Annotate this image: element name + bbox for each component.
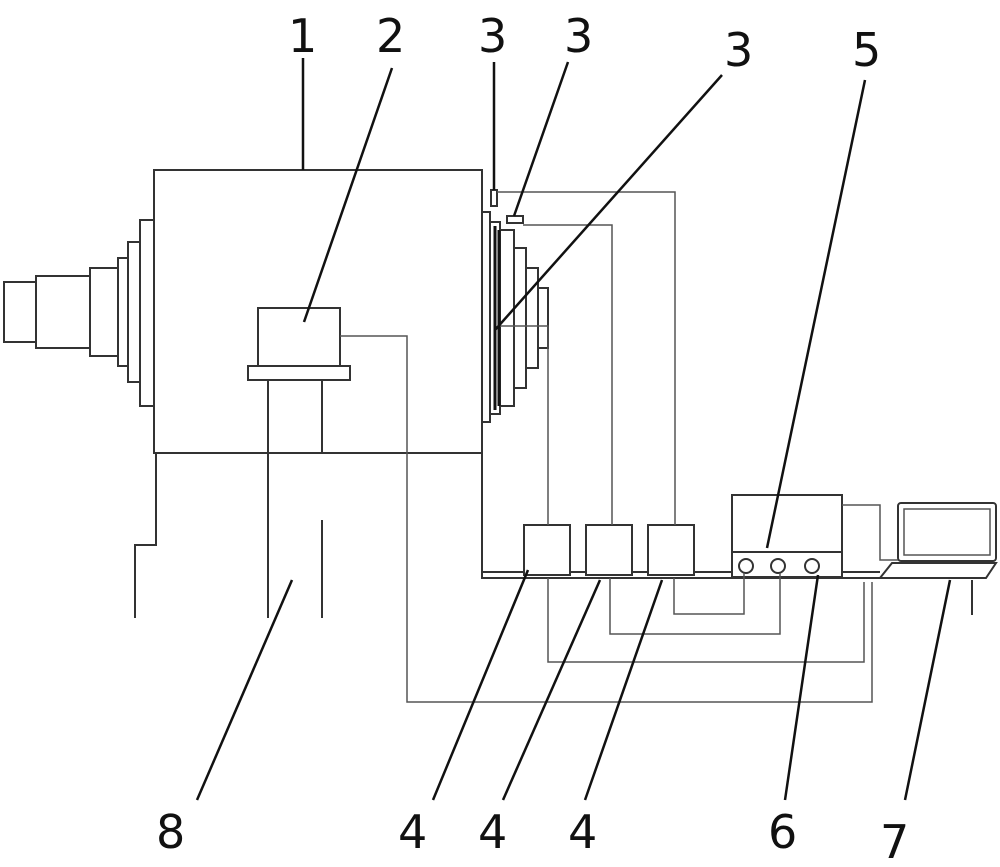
sensor-top xyxy=(490,189,498,207)
label-2: 2 xyxy=(376,9,405,63)
amplifiers xyxy=(523,524,695,576)
label-8: 8 xyxy=(156,805,185,859)
label-3-flange: 3 xyxy=(724,23,753,77)
label-6: 6 xyxy=(768,805,797,859)
label-4-second: 4 xyxy=(478,805,507,859)
data-acquisition-unit xyxy=(731,494,843,578)
label-5: 5 xyxy=(852,23,881,77)
laptop xyxy=(877,502,998,579)
amplifier-2 xyxy=(585,524,633,576)
connector-3 xyxy=(804,558,820,574)
support-column xyxy=(267,380,323,618)
connector-2 xyxy=(770,558,786,574)
connector-1 xyxy=(738,558,754,574)
label-4-first: 4 xyxy=(398,805,427,859)
label-3-top: 3 xyxy=(478,9,507,63)
main-chamber xyxy=(134,169,483,618)
label-7: 7 xyxy=(880,815,909,867)
wiring xyxy=(340,191,898,703)
left-shaft-assembly xyxy=(3,219,155,407)
amplifier-1 xyxy=(523,524,571,576)
sensor-middle xyxy=(506,215,524,224)
label-4-third: 4 xyxy=(568,805,597,859)
label-1: 1 xyxy=(288,9,317,63)
labels: 1 2 3 3 3 5 8 4 4 4 6 7 xyxy=(156,9,909,867)
amplifier-3 xyxy=(647,524,695,576)
right-flange-assembly xyxy=(481,211,549,423)
label-3-middle: 3 xyxy=(564,9,593,63)
leader-lines xyxy=(195,58,952,801)
specimen-holder xyxy=(247,307,351,381)
